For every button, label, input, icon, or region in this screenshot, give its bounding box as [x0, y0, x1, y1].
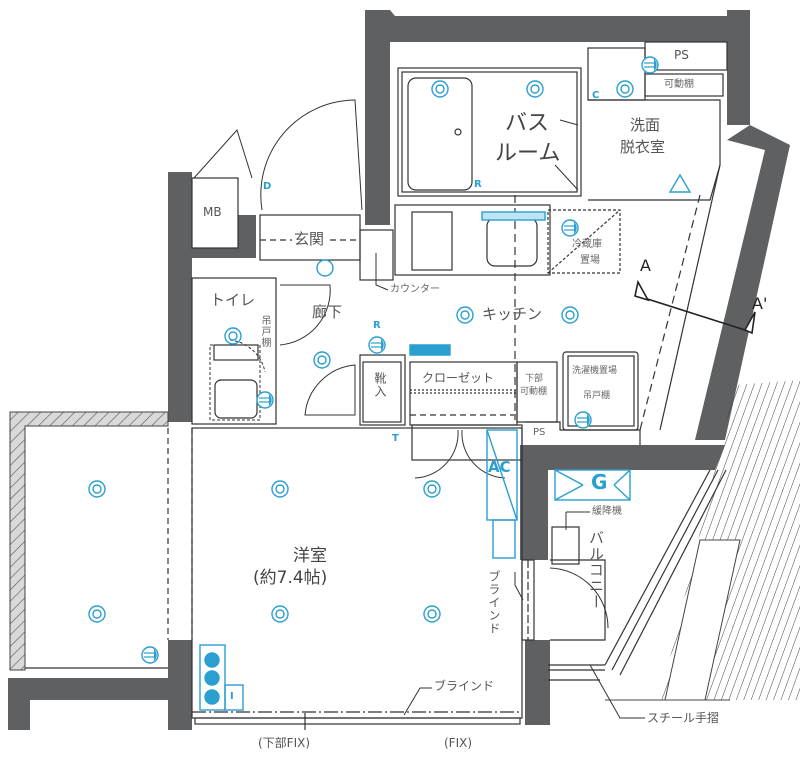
washer-space-label: 洗濯機置場	[572, 366, 618, 376]
evacuation-device-label: 緩降機	[592, 506, 622, 517]
section-a-prime-label: A'	[752, 294, 768, 313]
phone-outlet-icon: T	[392, 433, 399, 444]
pipe-space-mid-label: PS	[533, 427, 546, 438]
western-room-label: 洋室	[293, 546, 327, 566]
section-marker	[634, 279, 756, 335]
bathroom-label-2: ルーム	[495, 141, 561, 166]
leader-lines	[375, 119, 645, 719]
aircon-icon: AC	[488, 458, 511, 476]
balcony-label: バルコニー	[587, 530, 605, 610]
washroom-label-1: 洗面	[630, 116, 661, 134]
kitchen-label: キッチン	[482, 305, 543, 323]
washer-hanging-shelf-label: 吊戸棚	[583, 391, 611, 401]
corridor-label: 廊下	[312, 303, 343, 321]
bathroom-label-1: バス	[505, 111, 550, 136]
counter-label: カウンター	[390, 284, 440, 295]
equipment	[199, 173, 692, 711]
lower-fix-label: (下部FIX)	[258, 736, 311, 750]
blind-side-label: ブラインド	[487, 570, 501, 635]
switch-c-icon: C	[592, 90, 600, 101]
steel-handrail-label: スチール手摺	[647, 711, 720, 725]
toilet-hanging-shelf-label: 吊戸棚	[259, 315, 270, 348]
hatched-wall	[9, 411, 169, 671]
doors	[193, 99, 609, 629]
section-a-label: A	[640, 256, 651, 275]
meter-box-label: MB	[203, 205, 222, 219]
washroom-label-2: 脱衣室	[620, 138, 666, 156]
toilet-label: トイレ	[210, 291, 256, 309]
bath-remote-icon: R	[474, 179, 482, 190]
lower-movable-shelf-label-2: 可動棚	[520, 387, 548, 397]
room-outlines	[25, 41, 728, 730]
fix-label: (FIX)	[444, 736, 473, 750]
western-room-area: (約7.4帖)	[253, 568, 328, 588]
internet-outlet-icon: I	[230, 691, 234, 702]
pipe-space-top-label: PS	[674, 48, 689, 62]
entrance-label: 玄関	[292, 230, 327, 248]
kitchen-remote-icon: R	[373, 320, 381, 331]
blind-bottom-label: ブラインド	[434, 679, 495, 693]
lower-movable-shelf-label-1: 下部	[525, 374, 544, 384]
fridge-space-label-2: 置場	[580, 255, 600, 266]
shoe-box-label: 靴入	[373, 372, 387, 398]
walls	[8, 10, 790, 730]
door-intercom-icon: D	[263, 181, 272, 192]
ceiling-lights	[88, 80, 634, 623]
gas-meter-icon: G	[591, 470, 608, 494]
closet-label: クローゼット	[422, 371, 495, 385]
fridge-space-label-1: 冷蔵庫	[572, 239, 602, 250]
balcony-stripes	[605, 380, 800, 701]
movable-shelf-top-label: 可動棚	[664, 79, 694, 90]
